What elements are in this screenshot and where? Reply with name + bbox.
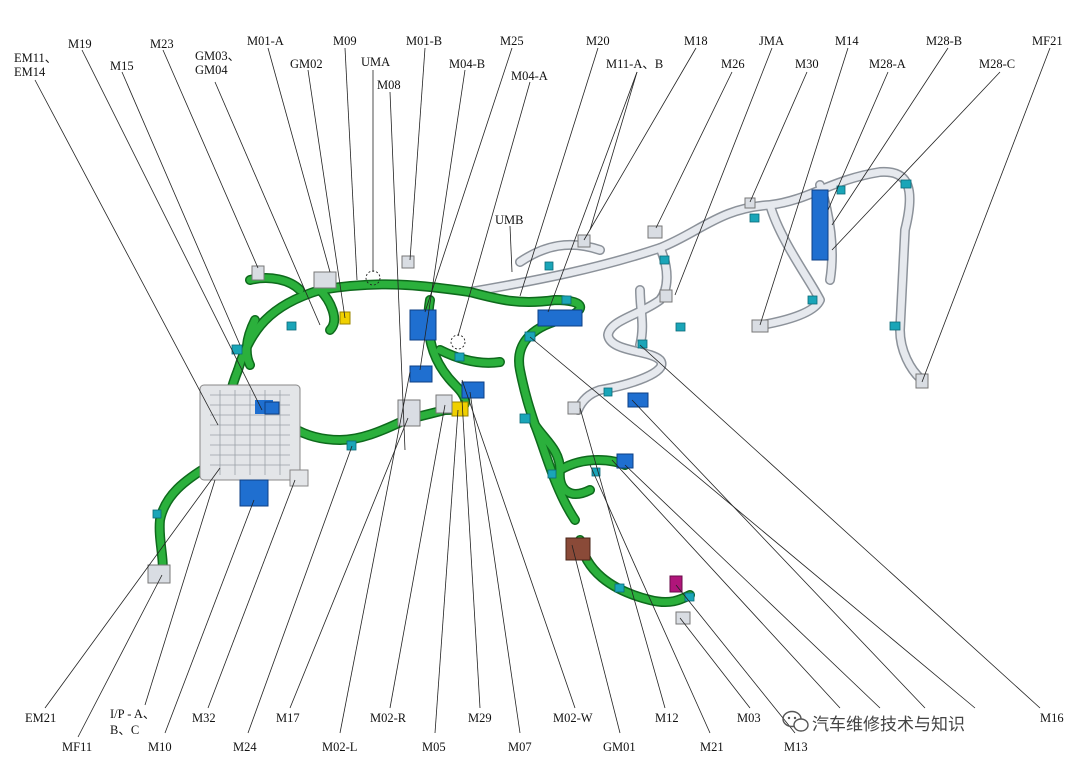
label-m04a: M04-A	[511, 69, 548, 83]
label-m29: M29	[468, 711, 492, 725]
label-m11ab: M11-A、B	[606, 57, 663, 71]
label-m14: M14	[835, 34, 859, 48]
top-labels: EM11、EM14 M19 M15 M23 GM03、GM04 M01-A GM…	[14, 34, 1063, 227]
label-m16: M16	[1040, 711, 1064, 725]
label-m01b: M01-B	[406, 34, 442, 48]
label-m25: M25	[500, 34, 524, 48]
label-gm01: GM01	[603, 740, 636, 754]
label-m21: M21	[700, 740, 724, 754]
label-m15: M15	[110, 59, 134, 73]
label-gm02: GM02	[290, 57, 323, 71]
label-m02w: M02-W	[553, 711, 593, 725]
leader-lines	[34, 47, 1051, 738]
label-m24: M24	[233, 740, 257, 754]
connectors	[147, 179, 929, 625]
label-m02r: M02-R	[370, 711, 407, 725]
label-mf21: MF21	[1032, 34, 1063, 48]
label-m02l: M02-L	[322, 740, 357, 754]
label-m10: M10	[148, 740, 172, 754]
watermark-text: 汽车维修技术与知识	[812, 715, 965, 735]
label-m05: M05	[422, 740, 446, 754]
bottom-labels: EM21 MF11 I/P - A、B、C M10 M32 M24 M17 M0…	[25, 707, 1064, 754]
label-m12: M12	[655, 711, 679, 725]
label-m08: M08	[377, 78, 401, 92]
label-umb: UMB	[495, 213, 523, 227]
label-m09: M09	[333, 34, 357, 48]
wechat-icon	[782, 710, 809, 732]
label-em11: EM11、EM14	[14, 51, 57, 79]
label-gm03: GM03、GM04	[195, 49, 240, 77]
label-m19: M19	[68, 37, 92, 51]
label-em21: EM21	[25, 711, 56, 725]
green-harness	[154, 273, 695, 608]
label-m01a: M01-A	[247, 34, 284, 48]
label-m04b: M04-B	[449, 57, 485, 71]
grey-harness	[465, 166, 927, 415]
label-m20: M20	[586, 34, 610, 48]
label-m26: M26	[721, 57, 745, 71]
label-jma: JMA	[759, 34, 784, 48]
label-mf11: MF11	[62, 740, 92, 754]
label-m18: M18	[684, 34, 708, 48]
label-m17: M17	[276, 711, 300, 725]
label-m07: M07	[508, 740, 532, 754]
label-uma: UMA	[361, 55, 390, 69]
label-m28a: M28-A	[869, 57, 906, 71]
label-m23: M23	[150, 37, 174, 51]
label-m03: M03	[737, 711, 761, 725]
label-ip: I/P - A、B、C	[110, 707, 155, 737]
label-m32: M32	[192, 711, 216, 725]
watermark: 汽车维修技术与知识	[782, 710, 965, 735]
label-m28b: M28-B	[926, 34, 962, 48]
label-m30: M30	[795, 57, 819, 71]
label-m28c: M28-C	[979, 57, 1015, 71]
label-m13: M13	[784, 740, 808, 754]
